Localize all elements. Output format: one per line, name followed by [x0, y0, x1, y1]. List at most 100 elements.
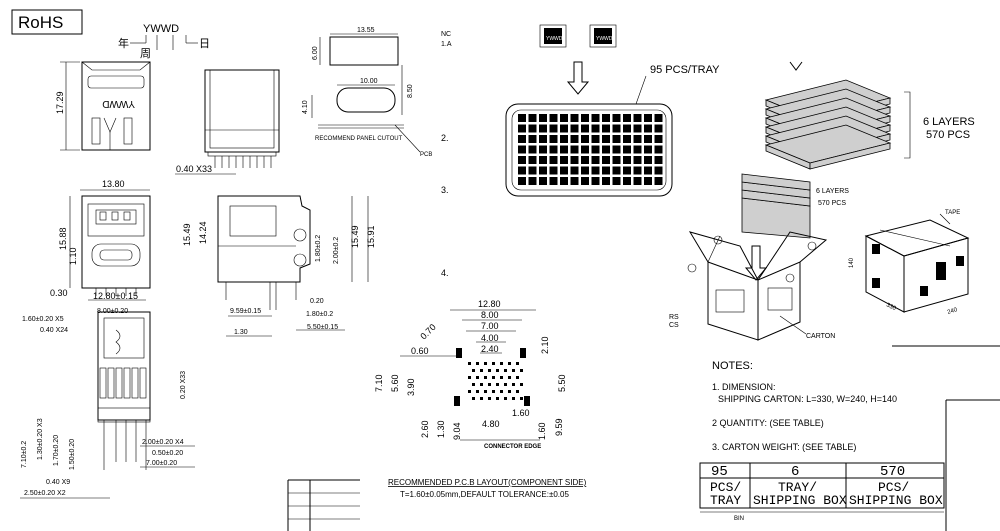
- pitch-note: 0.40 X33: [176, 164, 212, 174]
- tray-cell: [528, 166, 537, 175]
- tray-cell: [591, 145, 600, 154]
- bottom-m: 2.50±0.20 X2: [24, 490, 66, 497]
- tray-cell: [602, 114, 610, 122]
- chip-label: YWWD: [546, 36, 563, 42]
- tray-cell: [644, 114, 652, 122]
- qty-label-box-2: SHIPPING BOX: [849, 493, 943, 508]
- pcb-d7: 0.60: [411, 346, 429, 356]
- front-marking: YWWD: [102, 98, 135, 109]
- side-v1: 1.80±0.2: [315, 235, 322, 262]
- pcb-pad: [476, 390, 479, 393]
- tray-cell: [602, 166, 610, 175]
- pcb-d5: 2.40: [481, 344, 499, 354]
- pcb-pad: [472, 383, 475, 386]
- date-week: 周: [140, 47, 151, 60]
- tray-cell: [549, 135, 558, 143]
- pcb-layout: 12.80 8.00 7.00 4.00 2.40 0.70 0.60 7.10…: [374, 299, 587, 499]
- pcb-tolerance: T=1.60±0.05mm,DEFAULT TOLERANCE:±0.05: [400, 490, 569, 499]
- layers-line2: 570 PCS: [926, 129, 970, 141]
- tray-cell: [518, 135, 526, 143]
- tray-cell: [654, 145, 663, 154]
- layers-line1: 6 LAYERS: [923, 116, 975, 128]
- tray-cell: [623, 135, 631, 143]
- side-h4: 15.91: [366, 225, 376, 248]
- tray-cell: [581, 166, 589, 175]
- tray-cell: [539, 177, 547, 185]
- note-quantity: 2 QUANTITY: (SEE TABLE): [712, 418, 824, 428]
- front-h1: 15.88: [58, 227, 68, 250]
- pcb-d14: 1.60: [512, 408, 530, 418]
- pcb-pad: [516, 376, 519, 379]
- panel-h2: 8.50: [407, 84, 414, 98]
- tray-cell: [623, 114, 631, 122]
- tray-cell: [612, 156, 621, 164]
- tray-cell: [591, 156, 600, 164]
- pcb-pad: [504, 383, 507, 386]
- tray-cell: [644, 177, 652, 185]
- tray-cell: [539, 135, 547, 143]
- tray-cell: [570, 166, 579, 175]
- front-pitch: 12.80±0.15: [93, 291, 138, 301]
- tray-cell: [633, 114, 642, 122]
- tray-cell: [581, 124, 589, 133]
- side-h1: 15.49: [182, 223, 192, 246]
- connector-front-view: YWWD 17.29: [55, 61, 151, 151]
- tray-cell: [602, 135, 610, 143]
- qty-value-layers: 6: [791, 464, 799, 480]
- tray-cell: [539, 114, 547, 122]
- shipping-notes: NOTES: 1. DIMENSION: SHIPPING CARTON: L=…: [712, 345, 1000, 531]
- pcb-d19: 9.59: [554, 418, 564, 436]
- pcb-pad: [504, 397, 507, 400]
- side-d1: 9.59±0.15: [230, 308, 261, 315]
- bottom-d: 0.20 X33: [180, 371, 187, 399]
- date-day: 日: [199, 38, 210, 50]
- tray-cell: [581, 114, 589, 122]
- tray-cell: [581, 145, 589, 154]
- side-h2: 14.24: [198, 221, 208, 244]
- tray-cell: [654, 114, 663, 122]
- pcb-pad: [468, 362, 471, 365]
- front-h2: 1.10: [68, 247, 78, 265]
- tray-cell: [591, 124, 600, 133]
- pcb-pad: [504, 369, 507, 372]
- tray-cell: [581, 177, 589, 185]
- notes-title: NOTES:: [712, 360, 753, 372]
- tray-cell: [549, 145, 558, 154]
- tray-cell: [644, 135, 652, 143]
- packing-chips: YWWD YWWD: [539, 24, 617, 48]
- pcb-pad-mount: [454, 396, 460, 406]
- sealed-carton: TAPE 140 330 240: [849, 210, 970, 316]
- tray-cell: [623, 124, 631, 133]
- pcb-pad: [492, 390, 495, 393]
- tray-cell: [623, 177, 631, 185]
- qty-label-tray-2: TRAY: [710, 493, 741, 508]
- rohs-mark: RoHS: [11, 9, 83, 35]
- pcb-d17: 9.04: [452, 422, 462, 440]
- pcb-pad: [484, 376, 487, 379]
- packing-tray: 95 PCS/TRAY: [505, 64, 720, 197]
- pcb-pad: [484, 390, 487, 393]
- connector-bottom-view: 1.60±0.20 X5 0.40 X24 8.00±0.20 0.20 X33…: [20, 308, 195, 499]
- pcb-pad: [520, 369, 523, 372]
- pcb-d9: 5.60: [390, 374, 400, 392]
- qty-value-tray: 95: [711, 464, 728, 480]
- pcb-pad: [508, 362, 511, 365]
- pcb-d3: 7.00: [481, 321, 499, 331]
- tray-cell: [612, 124, 621, 133]
- rohs-label: RoHS: [18, 13, 63, 32]
- pcb-pad: [520, 383, 523, 386]
- tray-cell: [560, 124, 568, 133]
- note-carton-size: SHIPPING CARTON: L=330, W=240, H=140: [718, 394, 897, 404]
- tray-cell: [623, 156, 631, 164]
- rs-label: RS: [669, 314, 679, 321]
- tray-cell: [612, 166, 621, 175]
- tray-cell: [528, 156, 537, 164]
- tray-count: 95 PCS/TRAY: [650, 64, 720, 76]
- pcb-pad: [520, 397, 523, 400]
- down-arrow-icon: [566, 61, 590, 95]
- tray-cell: [623, 166, 631, 175]
- tray-cell: [591, 135, 600, 143]
- pcb-d15: 2.60: [420, 420, 430, 438]
- tray-cell-grid: [518, 114, 663, 185]
